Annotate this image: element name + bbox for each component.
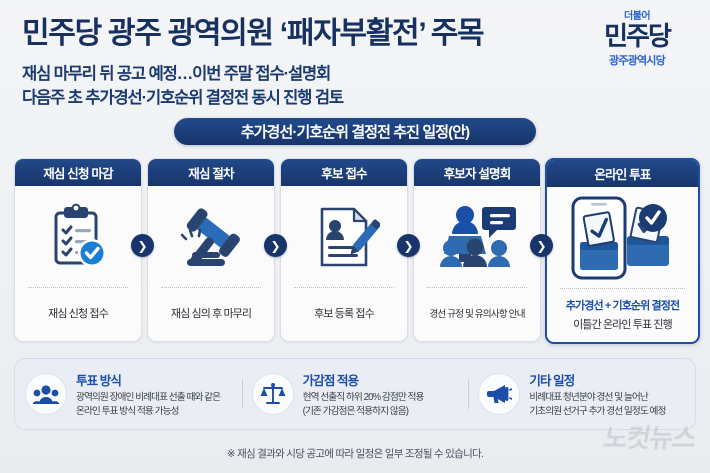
application-form-icon [281,186,407,287]
step-card-1-title: 재심 신청 마감 [15,159,141,186]
note-item-3-title: 기타 일정 [529,374,575,389]
clipboard-check-icon [15,186,141,287]
scales-balance-icon [251,373,294,415]
note-item-2-line-2: (기존 가감점은 적용하지 않음) [302,405,409,417]
page-title: 민주당 광주 광역의원 ‘패자부활전’ 주목 [22,17,485,50]
note-item-2-title: 가감점 적용 [302,374,359,389]
note-item-3: 기타 일정 비례대표 청년분야 경선 및 늘어난 기초의원 선거구 추가 경선 … [468,370,695,417]
step-card-2-divider [161,287,261,288]
step-card-1: 재심 신청 마감 [14,158,142,342]
gavel-icon [148,186,274,287]
party-logo-sub-text: 광주광역시당 [609,55,666,68]
timeline-steps: 재심 신청 마감 [0,158,710,346]
header: 민주당 광주 광역의원 ‘패자부활전’ 주목 재심 마무리 뒤 공고 예정…이번… [0,0,710,112]
party-logo-top-text: 더불어 [623,11,651,22]
step-card-5-caption-secondary: 이틀간 온라인 투표 진행 [573,318,673,331]
step-arrow-1: ❯ [131,234,154,257]
note-item-2-body: 가감점 적용 현역 선출직 하위 20% 감점만 적용 (기존 가감점은 적용하… [302,370,425,417]
step-card-3-divider [294,287,394,288]
note-item-3-line-1: 비례대표 청년분야 경선 및 늘어난 [529,392,648,404]
presentation-audience-icon [414,186,540,287]
subheadline-line-1: 재심 마무리 뒤 공고 예정…이번 주말 접수·설명회 [22,65,331,83]
step-card-5-footer: 추가경선 + 기호순위 결정전 이틀간 온라인 투표 진행 [547,289,698,339]
note-item-1-body: 투표 방식 광역의원 장애인 비례대표 선출 때와 같은 온라인 투표 방식 적… [76,370,221,417]
note-item-3-line-2: 기초의원 선거구 추가 경선 일정도 예정 [529,405,666,417]
step-card-5-divider [560,288,685,289]
note-item-2-line-1: 현역 선출직 하위 20% 감점만 적용 [302,392,425,404]
note-item-1-title: 투표 방식 [76,374,122,389]
party-logo-main-text: 민주당 [604,21,672,51]
note-item-1-line-2: 온라인 투표 방식 적용 가능성 [76,405,179,417]
step-card-1-divider [28,287,128,288]
megaphone-icon [478,373,521,415]
step-card-1-caption: 재심 신청 접수 [48,308,109,320]
step-card-1-footer: 재심 신청 접수 [15,288,141,338]
step-card-5-title: 온라인 투표 [547,160,698,187]
note-item-1-line-1: 광역의원 장애인 비례대표 선출 때와 같은 [76,392,221,404]
step-card-4: 후보자 설명회 [413,158,541,342]
step-card-5: 온라인 투표 [545,158,700,344]
step-arrow-2: ❯ [264,234,287,257]
notes-panel: 투표 방식 광역의원 장애인 비례대표 선출 때와 같은 온라인 투표 방식 적… [14,358,696,430]
subheadline-line-2: 다음주 초 추가경선·기호순위 결정전 동시 진행 검토 [22,89,344,107]
step-card-2-caption: 재심 심의 후 마무리 [170,308,252,320]
note-item-2: 가감점 적용 현역 선출직 하위 20% 감점만 적용 (기존 가감점은 적용하… [241,370,469,417]
step-arrow-3: ❯ [397,234,420,257]
step-card-4-footer: 경선 규정 및 유의사항 안내 [414,288,540,338]
party-logo: 더불어 민주당 광주광역시당 [578,12,696,68]
step-card-4-caption: 경선 규정 및 유의사항 안내 [429,309,525,320]
step-card-2: 재심 절차 [147,158,275,342]
step-card-3-footer: 후보 등록 접수 [281,288,407,338]
step-arrow-4: ❯ [530,234,553,257]
note-item-1: 투표 방식 광역의원 장애인 비례대표 선출 때와 같은 온라인 투표 방식 적… [15,370,242,417]
step-card-4-title: 후보자 설명회 [414,159,540,186]
step-card-3-caption: 후보 등록 접수 [314,308,375,320]
step-card-4-divider [427,287,527,288]
step-card-2-footer: 재심 심의 후 마무리 [148,288,274,338]
mobile-ballot-icon [547,187,698,288]
step-card-3: 후보 접수 [280,158,408,342]
step-card-2-title: 재심 절차 [148,159,274,186]
people-group-icon [25,373,67,415]
step-card-3-title: 후보 접수 [281,159,407,186]
step-card-5-caption: 추가경선 + 기호순위 결정전 [565,299,680,312]
note-item-3-body: 기타 일정 비례대표 청년분야 경선 및 늘어난 기초의원 선거구 추가 경선 … [529,370,666,417]
schedule-banner: 추가경선·기호순위 결정전 추진 일정(안) [174,118,536,145]
disclaimer-note: ※ 재심 결과와 시당 공고에 따라 일정은 일부 조정될 수 있습니다. [226,448,484,460]
